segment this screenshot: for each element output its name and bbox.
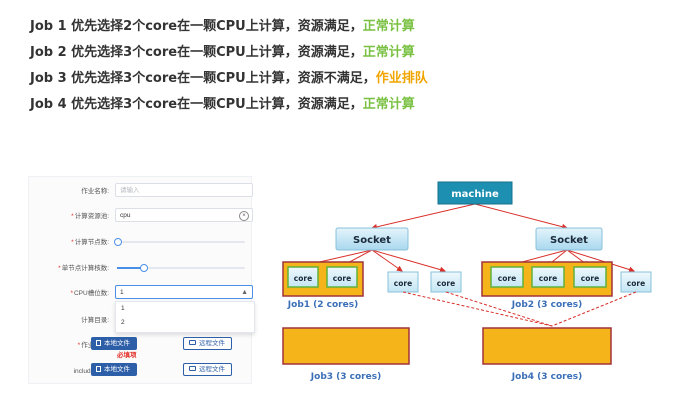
core-label: core (333, 274, 351, 283)
core-label: core (627, 279, 645, 288)
resource-pool-input[interactable]: cpu × (115, 208, 253, 222)
job4-caption: Job4 (3 cores) (511, 372, 582, 382)
job-line-4: Job 4 优先选择3个core在一颗CPU上计算，资源满足，正常计算 (30, 92, 670, 118)
core-node (287, 266, 319, 288)
dropdown-option[interactable]: 2 (121, 319, 125, 326)
core-label: core (394, 279, 412, 288)
cores-per-node-slider-fill (117, 267, 143, 269)
resource-pool-row: *计算资源池: cpu × (29, 208, 253, 226)
link-s1-core3 (371, 249, 403, 272)
core-node (531, 266, 565, 288)
work-dir-row: 计算目录: (29, 312, 251, 330)
cores-per-node-slider[interactable] (117, 264, 245, 272)
job4-link (551, 291, 637, 327)
job2-caption: Job2 (3 cores) (511, 300, 582, 310)
remote-file-button-label: 远程文件 (199, 366, 225, 373)
job4-link (445, 291, 553, 327)
core-label: core (539, 274, 557, 283)
cores-per-node-label-text: 单节点计算核数: (61, 265, 109, 272)
resource-pool-value: cpu (120, 212, 131, 219)
job-status: 正常计算 (362, 45, 415, 60)
job-line-text: Job 1 优先选择2个core在一颗CPU上计算，资源满足， (30, 19, 363, 34)
job3-allocation (282, 327, 410, 365)
job-line-text: Job 3 优先选择3个core在一颗CPU上计算，资源不满足， (30, 71, 376, 86)
core-label: core (437, 279, 455, 288)
cores-per-node-row: *单节点计算核数: (29, 260, 251, 278)
socket-label: Socket (353, 235, 391, 246)
clear-icon[interactable]: × (239, 211, 249, 221)
cpu-topology-diagram: machine Socket Socket core core Job1 (2 … (282, 181, 652, 382)
file-icon (96, 366, 101, 372)
cpu-slots-dropdown: 1 2 (115, 301, 255, 333)
core-node (573, 266, 607, 288)
link-machine-socket1 (371, 203, 476, 230)
job-status: 正常计算 (362, 19, 415, 34)
cpu-slots-row: *CPU槽位数: 1▲ (29, 285, 253, 303)
job4-link (402, 291, 553, 327)
job-status: 作业排队 (375, 71, 428, 86)
remote-file-button-label: 远程文件 (199, 340, 225, 347)
link-s1-core4 (371, 249, 446, 273)
node-count-label: *计算节点数: (71, 239, 109, 246)
job-line-2: Job 2 优先选择3个core在一颗CPU上计算，资源满足，正常计算 (30, 40, 670, 66)
resource-pool-label: *计算资源池: (71, 213, 109, 220)
machine-label: machine (451, 189, 499, 200)
job4-allocation (482, 327, 612, 365)
include-remote-file-button[interactable]: 远程文件 (183, 363, 232, 376)
node-count-slider-knob[interactable] (114, 238, 122, 246)
cpu-slots-value: 1 (120, 289, 124, 296)
file-icon (96, 340, 101, 346)
cpu-slots-select[interactable]: 1▲ (115, 285, 253, 299)
remote-file-button[interactable]: 远程文件 (183, 337, 232, 350)
cores-per-node-label: *单节点计算核数: (58, 265, 109, 272)
socket-label: Socket (550, 235, 588, 246)
job-status: 正常计算 (362, 97, 415, 112)
cpu-slots-label: *CPU槽位数: (70, 290, 109, 297)
core-node (490, 266, 524, 288)
job-name-input[interactable]: 请输入 (115, 183, 253, 197)
job-name-label: 作业名称: (81, 188, 109, 195)
job-name-row: 作业名称: 请输入 (29, 183, 253, 201)
socket-node (535, 227, 603, 251)
link-s2-core4 (566, 249, 635, 273)
job-line-text: Job 4 优先选择3个core在一颗CPU上计算，资源满足， (30, 97, 363, 112)
local-file-button[interactable]: 本地文件 (91, 337, 137, 350)
include-local-file-button[interactable]: 本地文件 (91, 363, 137, 376)
local-file-button-label: 本地文件 (104, 366, 130, 373)
work-dir-label: 计算目录: (81, 317, 109, 324)
dropdown-option[interactable]: 1 (121, 305, 125, 312)
socket-node (335, 227, 409, 251)
chevron-up-icon: ▲ (241, 289, 248, 296)
core-label: core (294, 274, 312, 283)
required-tip: 必填项 (117, 352, 137, 359)
job-line-1: Job 1 优先选择2个core在一颗CPU上计算，资源满足，正常计算 (30, 14, 670, 40)
job-line-text: Job 2 优先选择3个core在一颗CPU上计算，资源满足， (30, 45, 363, 60)
job-file-row: *作业文件: 本地文件 远程文件 (29, 337, 251, 355)
job-line-3: Job 3 优先选择3个core在一颗CPU上计算，资源不满足，作业排队 (30, 66, 670, 92)
node-count-row: *计算节点数: (29, 234, 251, 252)
job1-caption: Job1 (2 cores) (287, 300, 358, 310)
cores-per-node-slider-knob[interactable] (139, 264, 148, 272)
job-submit-form: 作业名称: 请输入 *计算资源池: cpu × *计算节点数: *单节点计算核数:… (28, 176, 255, 384)
machine-node (437, 181, 513, 205)
job3-caption: Job3 (3 cores) (310, 372, 381, 382)
job-description-lines: Job 1 优先选择2个core在一颗CPU上计算，资源满足，正常计算 Job … (30, 14, 670, 118)
core-node (326, 266, 358, 288)
link-machine-socket2 (474, 203, 568, 230)
node-count-slider[interactable] (114, 238, 245, 246)
node-count-label-text: 计算节点数: (74, 239, 109, 246)
core-label: core (581, 274, 599, 283)
resource-pool-label-text: 计算资源池: (74, 213, 109, 220)
include-file-row: include文件: 本地文件 远程文件 (29, 363, 251, 381)
folder-icon (189, 340, 196, 345)
cpu-slots-label-text: CPU槽位数: (73, 290, 109, 297)
core-label: core (498, 274, 516, 283)
local-file-button-label: 本地文件 (104, 340, 130, 347)
folder-icon (189, 366, 196, 371)
